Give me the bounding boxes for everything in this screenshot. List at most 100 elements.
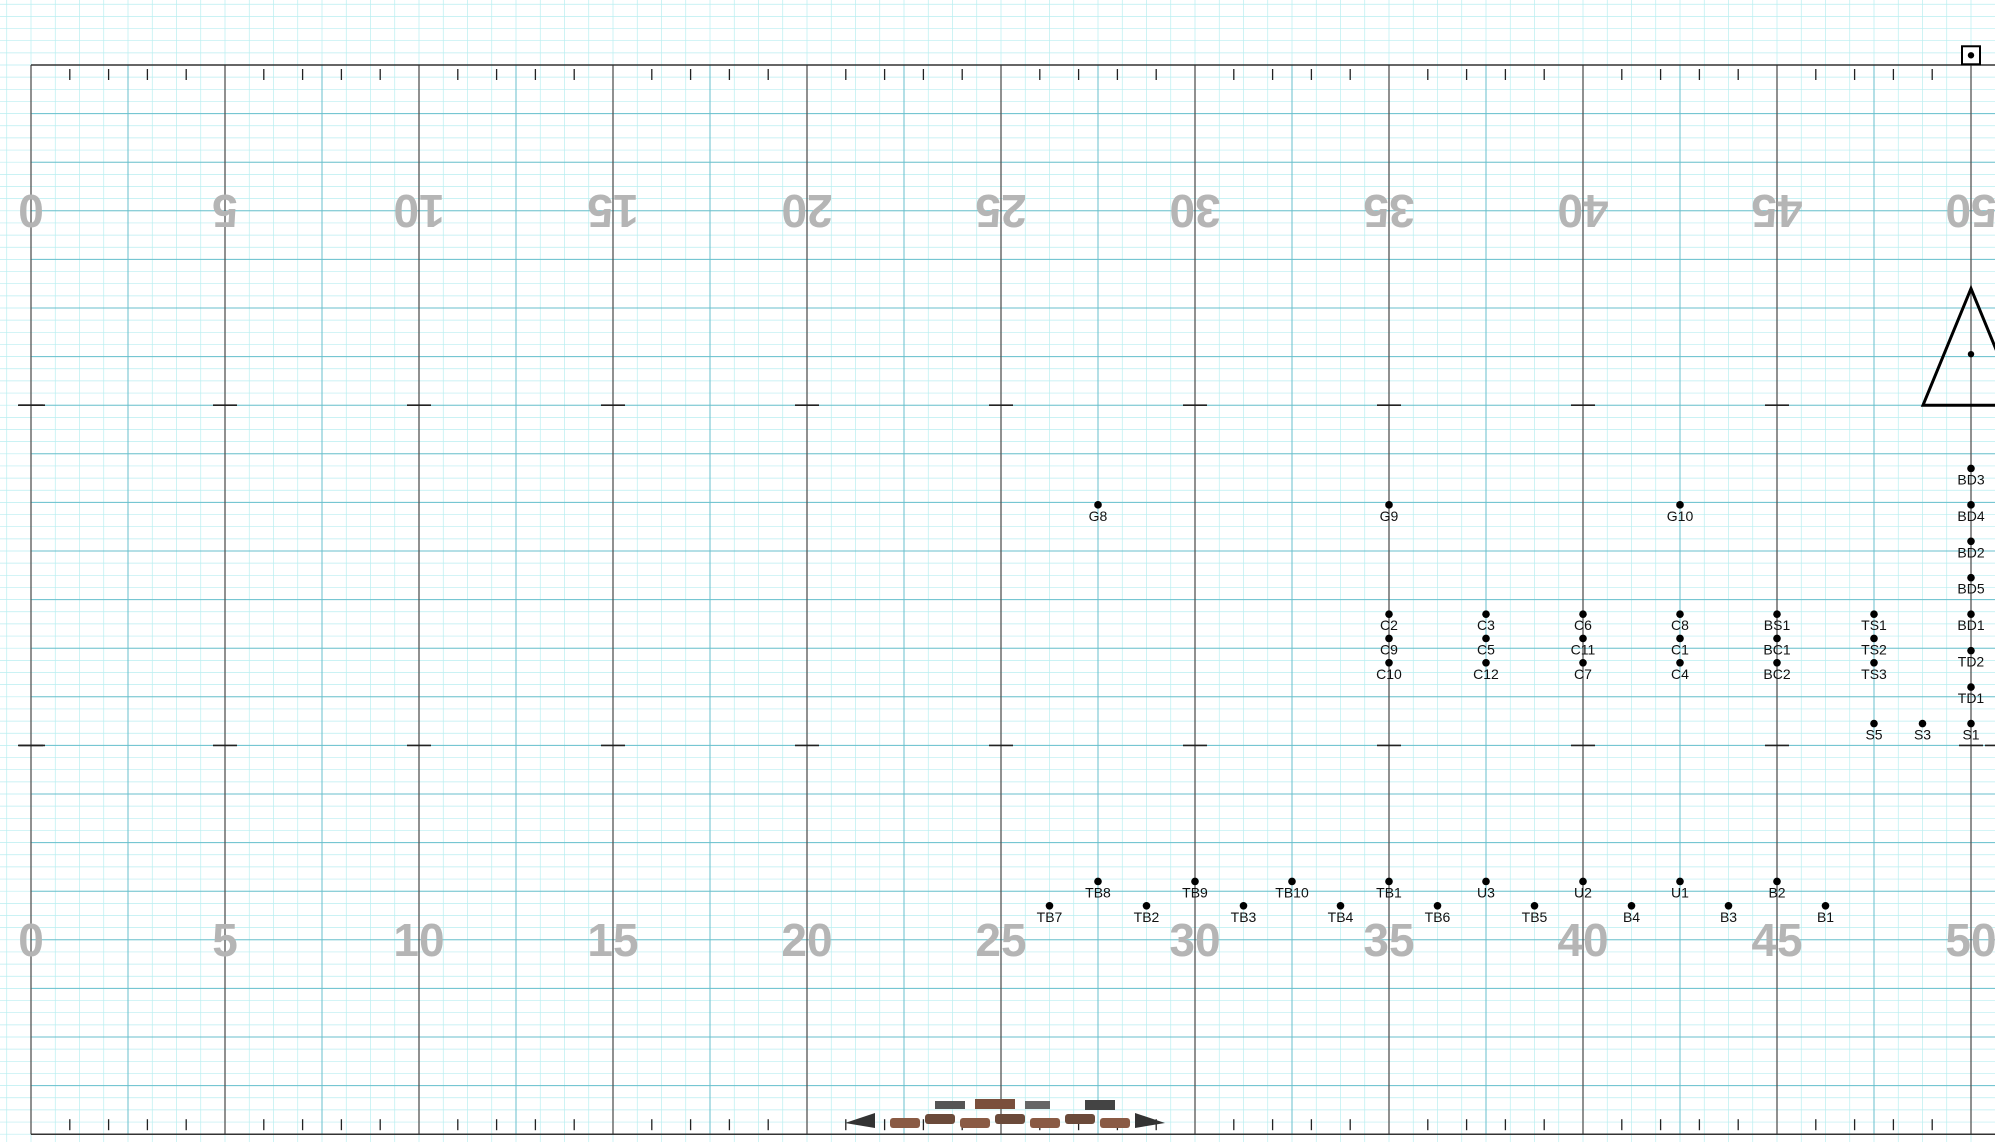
icon-part [1085,1100,1115,1110]
marker-label: TB2 [1134,909,1160,925]
performer-marker: TB1 [1376,878,1402,901]
performer-marker: U1 [1671,878,1689,901]
marker-label: TD1 [1958,690,1985,706]
icon-part [845,1113,875,1128]
performer-marker: TD2 [1958,647,1985,670]
performer-marker: TB6 [1425,902,1451,925]
icon-part [1025,1101,1050,1109]
icon-part [960,1118,990,1128]
performer-marker: C3 [1477,610,1495,633]
yard-number-bottom: 0 [18,914,44,966]
performer-marker: TB3 [1231,902,1257,925]
yard-number-top: 5 [212,185,238,237]
marker-label: C4 [1671,666,1689,682]
yard-number-top: 25 [975,185,1026,237]
marker-label: TB4 [1328,909,1354,925]
marker-label: S1 [1962,727,1979,743]
marker-label: TB7 [1037,909,1063,925]
marker-label: B2 [1768,884,1785,900]
performer-marker: BD1 [1957,610,1984,633]
yard-number-bottom: 30 [1169,914,1220,966]
marker-label: B3 [1720,909,1737,925]
performer-marker: TB9 [1182,878,1208,901]
performer-marker: TB7 [1037,902,1063,925]
yard-number-top: 30 [1169,185,1220,237]
performer-marker: B2 [1768,878,1785,901]
yard-number-top: 10 [393,185,444,237]
performer-marker: BC1 [1763,635,1790,658]
performer-marker: BD4 [1957,501,1984,524]
marker-label: TS2 [1861,641,1887,657]
performer-marker: TS2 [1861,635,1887,658]
performer-marker: G8 [1089,501,1108,524]
yard-number-bottom: 45 [1751,914,1802,966]
marker-label: TS1 [1861,617,1887,633]
marker-label: C7 [1574,666,1592,682]
marker-label: C3 [1477,617,1495,633]
icon-part [1135,1113,1165,1128]
yard-number-bottom: 40 [1557,914,1608,966]
marker-label: S5 [1865,727,1882,743]
performer-marker: C10 [1376,659,1402,682]
marker-label: TB3 [1231,909,1257,925]
icon-part [1030,1118,1060,1128]
marker-label: B4 [1623,909,1640,925]
performer-marker: C6 [1574,610,1592,633]
performer-marker: TS1 [1861,610,1887,633]
marker-label: TD2 [1958,654,1985,670]
yard-number-top: 20 [781,185,832,237]
performer-marker: G9 [1380,501,1399,524]
marker-label: C5 [1477,641,1495,657]
performer-marker: TS3 [1861,659,1887,682]
performer-marker: BD3 [1957,465,1984,488]
marker-label: BS1 [1764,617,1791,633]
performer-marker: C9 [1380,635,1398,658]
performer-marker: C7 [1574,659,1592,682]
yard-number-bottom: 25 [975,914,1026,966]
performer-marker: TB5 [1522,902,1548,925]
marker-label: U1 [1671,884,1689,900]
performer-marker: TB10 [1275,878,1309,901]
marker-dot [1968,351,1974,357]
yard-number-bottom: 5 [212,914,238,966]
marker-label: BD2 [1957,544,1984,560]
performer-marker: TD1 [1958,683,1985,706]
marker-label: G8 [1089,508,1108,524]
performer-marker: S3 [1914,720,1931,743]
yard-number-top: 0 [18,185,44,237]
marker-label: BC2 [1763,666,1790,682]
performer-marker: U2 [1574,878,1592,901]
marker-label: B1 [1817,909,1834,925]
marker-dot [1968,52,1974,58]
yard-number-top: 35 [1363,185,1414,237]
marker-label: BC1 [1763,641,1790,657]
performer-marker: BS1 [1764,610,1791,633]
marker-label: TB6 [1425,909,1451,925]
performer-marker: TB2 [1134,902,1160,925]
icon-part [925,1114,955,1124]
marker-label: TB8 [1085,884,1111,900]
performer-marker: B3 [1720,902,1737,925]
center-triangle-marker [1923,289,1995,406]
marker-label: TB5 [1522,909,1548,925]
icon-part [995,1114,1025,1124]
marker-label: S3 [1914,727,1931,743]
performer-marker: TB8 [1085,878,1111,901]
marker-label: TB9 [1182,884,1208,900]
icon-part [890,1118,920,1128]
marker-label: BD1 [1957,617,1984,633]
yard-number-top: 15 [587,185,638,237]
icon-part [975,1099,1015,1109]
performer-marker: U3 [1477,878,1495,901]
performer-marker: G10 [1667,501,1694,524]
yard-number-bottom: 10 [393,914,444,966]
performer-marker: C2 [1380,610,1398,633]
marker-label: C12 [1473,666,1499,682]
performer-marker: C8 [1671,610,1689,633]
yard-number-top: 40 [1557,185,1608,237]
marker-label: C11 [1571,641,1596,657]
icon-part [1100,1118,1130,1128]
performer-marker: BD2 [1957,537,1984,560]
marker-label: BD3 [1957,471,1984,487]
